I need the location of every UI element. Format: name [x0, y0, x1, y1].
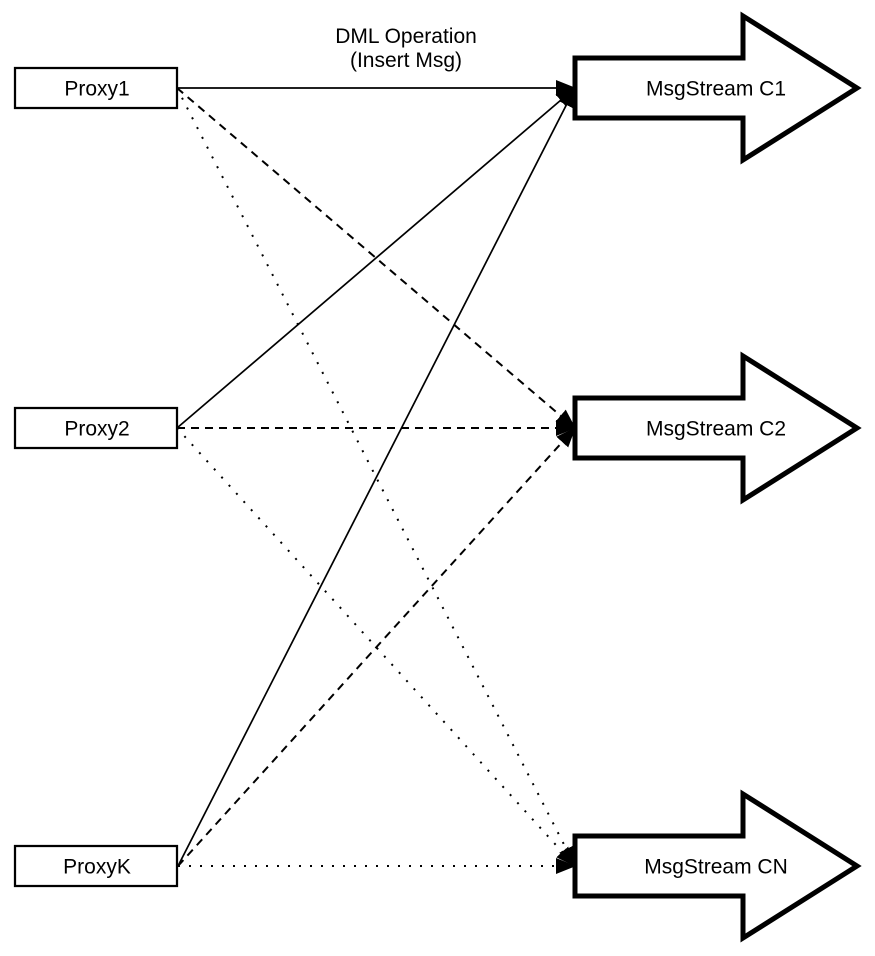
stream-label-c2: MsgStream C2: [646, 418, 786, 441]
connection-proxyk-c2: [177, 427, 576, 867]
diagram-title-line2: (Insert Msg): [350, 49, 462, 72]
proxy-node-proxy2: Proxy2: [13, 406, 179, 450]
stream-node-c2: MsgStream C2: [572, 351, 862, 505]
connection-proxy2-c1: [176, 87, 576, 429]
stream-label-c1: MsgStream C1: [646, 78, 786, 101]
proxy-box-shape-proxy1: [13, 66, 179, 110]
stream-node-cn: MsgStream CN: [572, 789, 862, 943]
proxy-node-proxyk: ProxyK: [13, 844, 179, 888]
connection-lines: [176, 80, 576, 874]
connection-proxyk-c1: [177, 87, 576, 867]
connection-proxy1-c2: [176, 87, 576, 429]
stream-label-cn: MsgStream CN: [644, 856, 788, 879]
stream-arrow-shape-c1: [572, 11, 862, 165]
proxy-box-shape-proxyk: [13, 844, 179, 888]
stream-arrow-shape-c2: [572, 351, 862, 505]
proxy-label-proxy2: Proxy2: [64, 418, 129, 441]
proxy-label-proxy1: Proxy1: [64, 78, 129, 101]
diagram-title-line1: DML Operation: [335, 25, 477, 48]
stream-arrow-shape-cn: [572, 789, 862, 943]
stream-node-c1: MsgStream C1: [572, 11, 862, 165]
proxy-box-shape-proxy2: [13, 406, 179, 450]
proxy-node-proxy1: Proxy1: [13, 66, 179, 110]
proxy-label-proxyk: ProxyK: [63, 856, 131, 879]
